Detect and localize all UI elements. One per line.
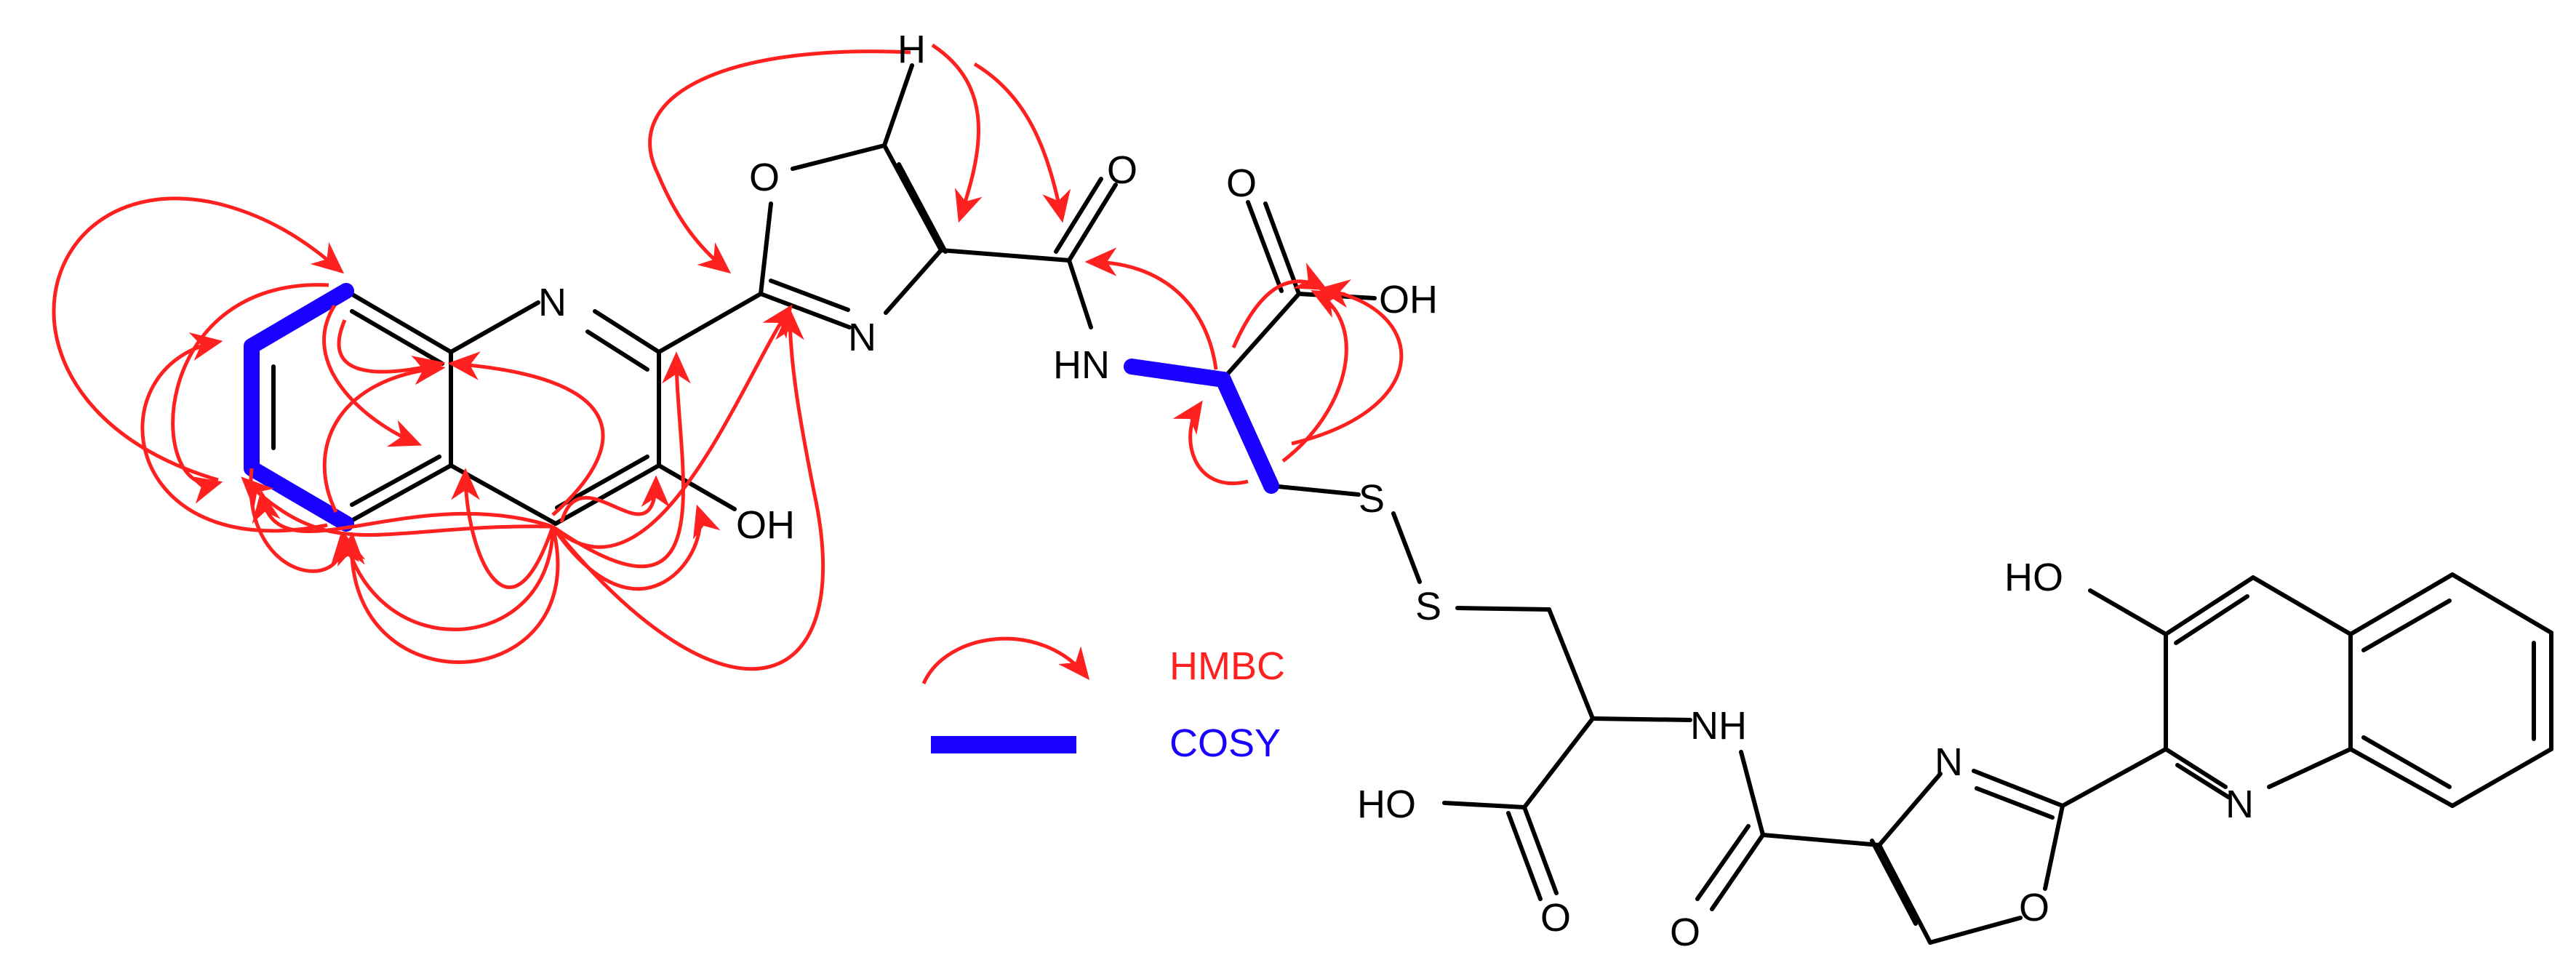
cosy-correlations [244, 283, 1279, 532]
atom-o-oxazole-right: O [2019, 886, 2049, 929]
atom-oh-acid-top: OH [1379, 278, 1438, 321]
atom-n-oxazole-left: N [848, 316, 876, 359]
legend-hmbc-label: HMBC [1169, 644, 1285, 688]
atom-ho-right: HO [2004, 556, 2063, 599]
atom-oh-left: OH [736, 503, 795, 547]
atom-o-acid-bottom: O [1540, 896, 1571, 940]
atom-n-oxazole-right: N [1935, 740, 1963, 784]
atom-o-acid-top: O [1226, 161, 1257, 205]
left-molecule-bonds [344, 63, 2553, 945]
hmbc-correlations [52, 43, 1404, 684]
atom-s-top: S [1359, 477, 1385, 521]
atom-h-top: H [897, 28, 926, 71]
legend: HMBC COSY [931, 644, 1285, 765]
atom-o-carbonyl-right: O [1670, 911, 1700, 954]
atom-o-oxazole-left: O [749, 156, 780, 199]
atom-nh-right: NH [1690, 704, 1747, 748]
atom-labels: N OH O N H O HN O OH S S NH HO O O N O N… [538, 28, 2254, 954]
atom-ho-acid-bottom: HO [1357, 783, 1416, 826]
legend-cosy-label: COSY [1169, 721, 1281, 765]
atom-o-carbonyl-left: O [1107, 148, 1137, 192]
atom-n-left: N [538, 281, 567, 324]
atom-n-right: N [2225, 783, 2254, 826]
atom-hn-left: HN [1053, 343, 1110, 387]
atom-s-bottom: S [1415, 585, 1441, 628]
